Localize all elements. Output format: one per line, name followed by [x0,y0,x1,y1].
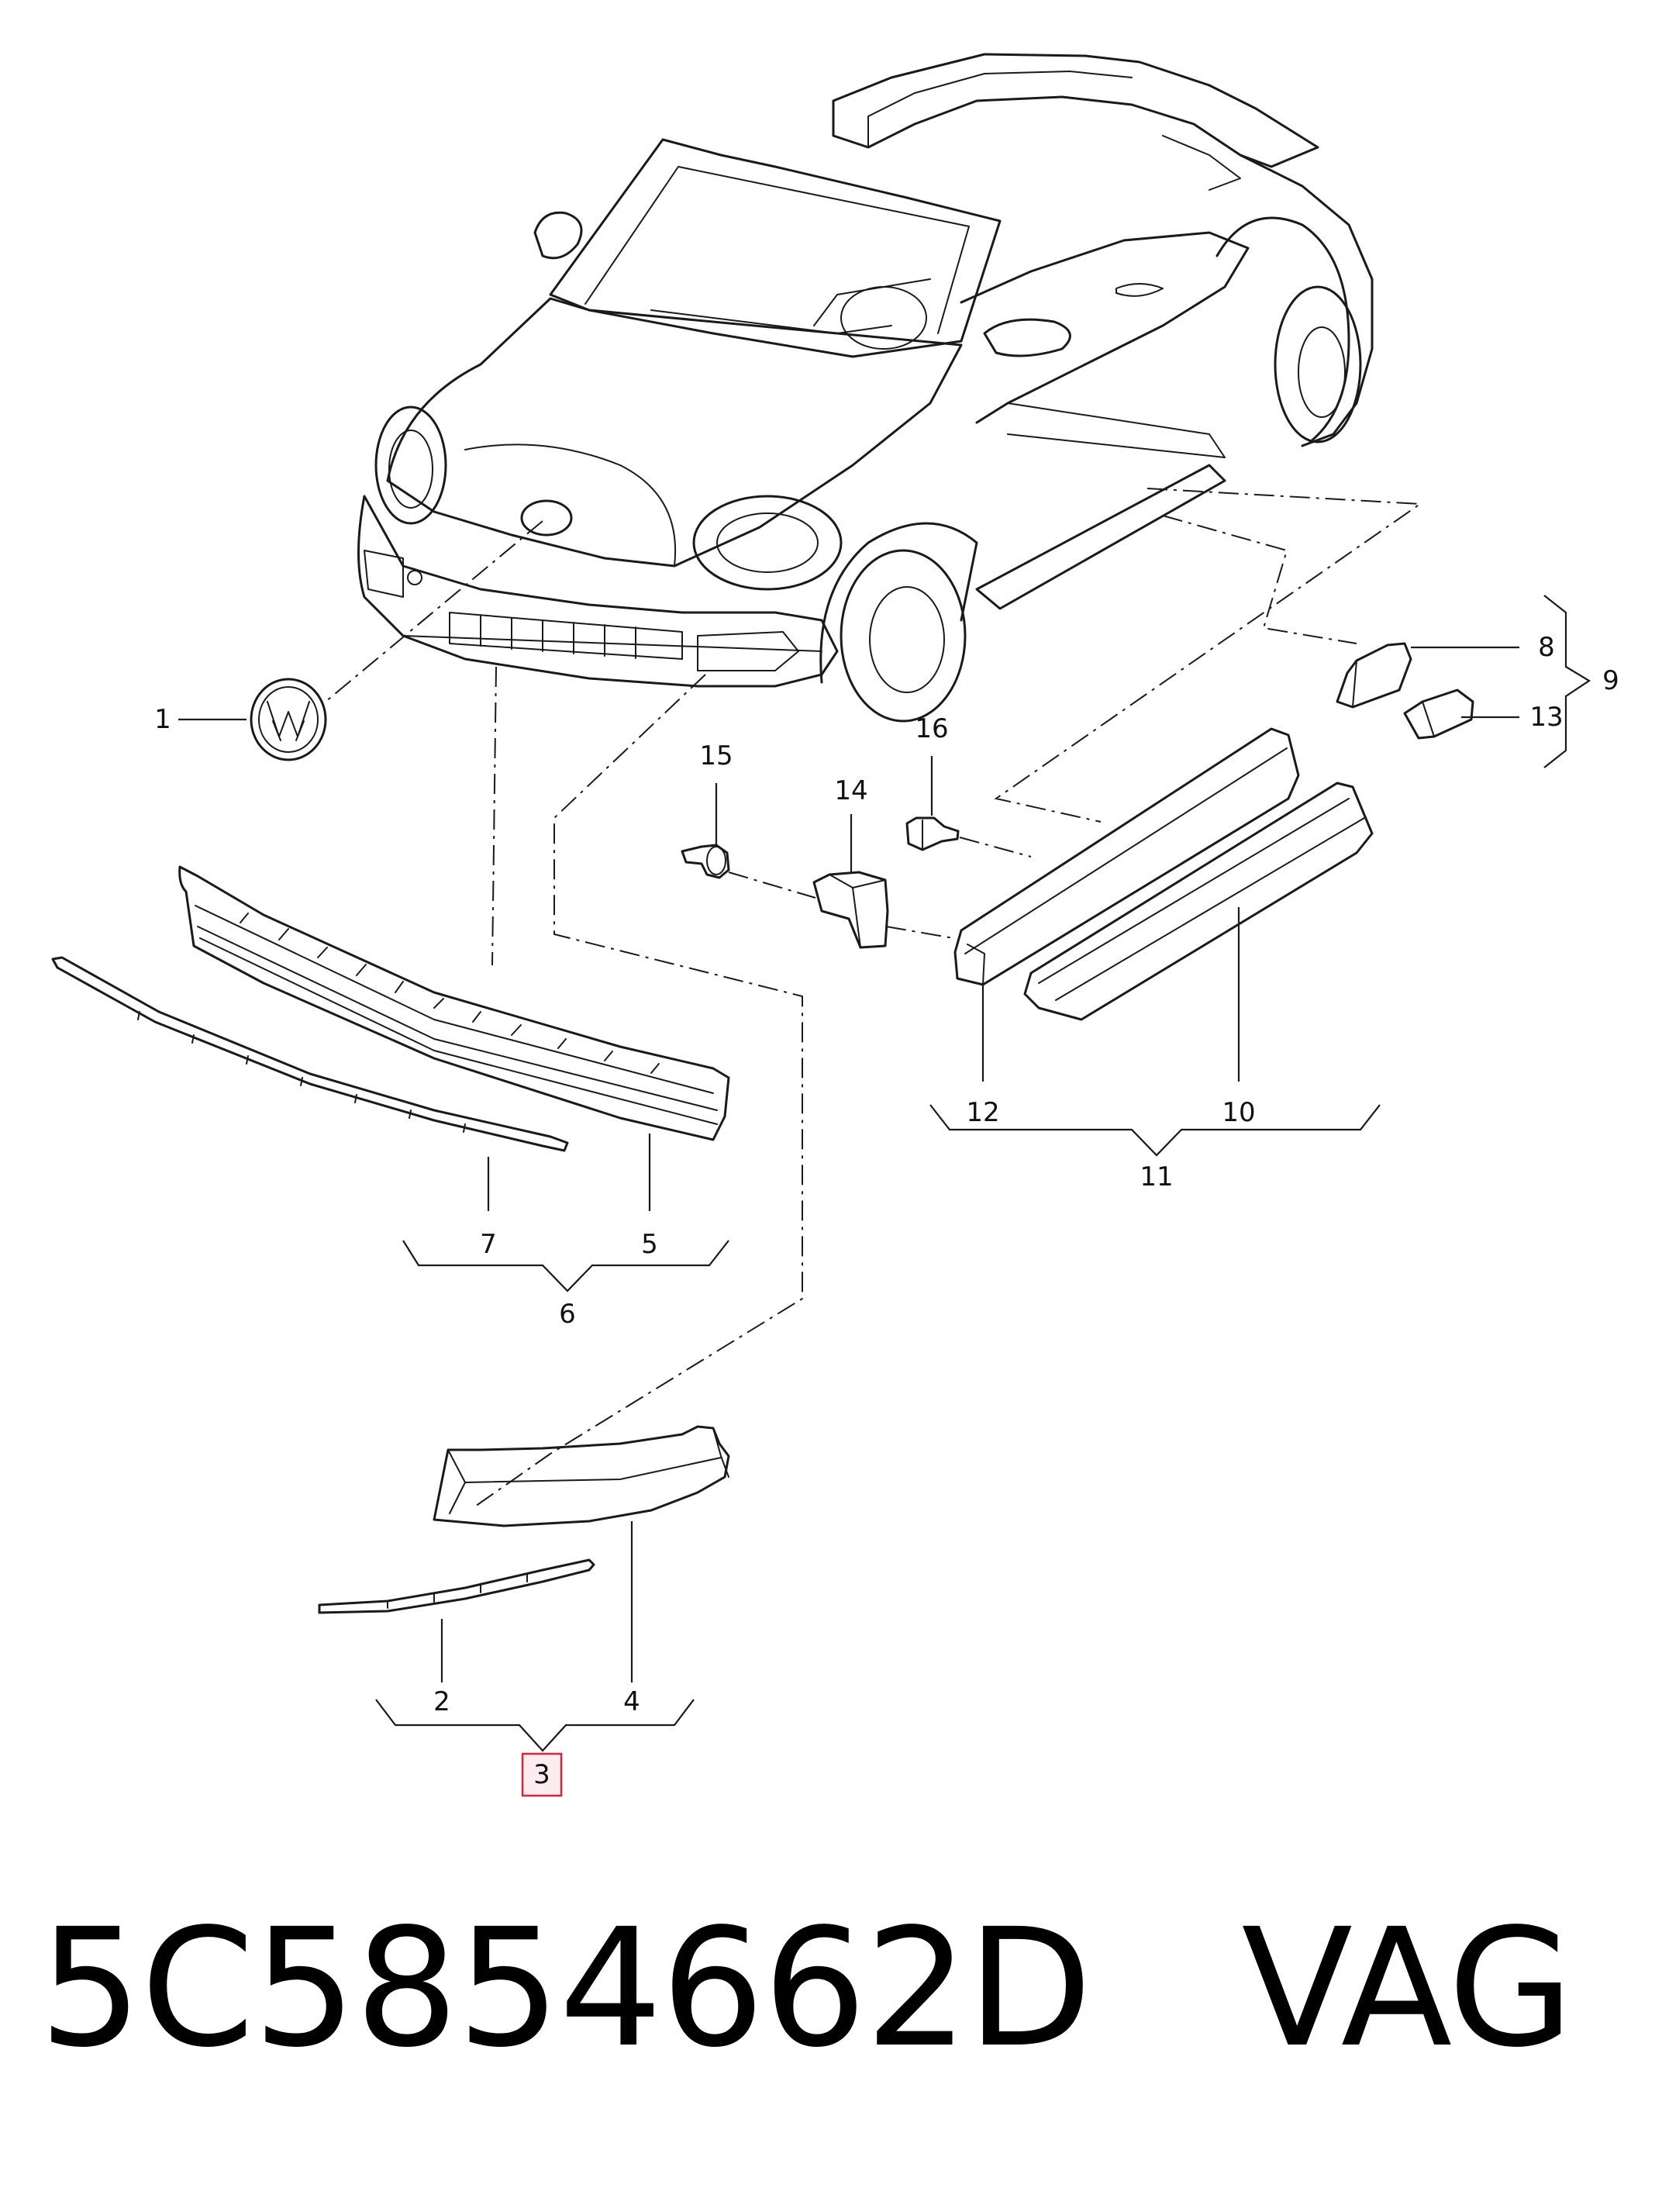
screw-part [905,816,960,851]
sill-cover-part [953,727,1300,986]
end-cap-part [1336,642,1412,709]
callout-8[interactable]: 8 [1538,632,1555,663]
callout-1[interactable]: 1 [154,704,171,735]
connector-lines [325,488,1422,1509]
leader-lines [178,595,1591,1752]
callout-15[interactable]: 15 [699,740,733,771]
clip-part [812,871,889,949]
part-number: 5C5854662D [39,1893,1092,2083]
car-illustration [357,53,1374,723]
callout-6[interactable]: 6 [559,1299,576,1330]
expanding-rivet-part [681,844,730,879]
callout-11[interactable]: 11 [1140,1161,1173,1192]
lower-trim-strip-part [318,1558,595,1614]
callout-12[interactable]: 12 [966,1097,999,1128]
callout-3[interactable]: 3 [533,1759,550,1790]
callout-10[interactable]: 10 [1222,1097,1255,1128]
callout-7[interactable]: 7 [480,1229,497,1260]
callout-9[interactable]: 9 [1602,665,1619,696]
callout-4[interactable]: 4 [623,1686,640,1717]
callout-16[interactable]: 16 [915,713,948,744]
callout-2[interactable]: 2 [433,1686,450,1717]
small-cap-part [1403,688,1474,740]
part-number-caption: 5C5854662D VAG [39,1876,1574,2101]
callout-13[interactable]: 13 [1529,702,1563,733]
caption-spacer [1091,1893,1241,2083]
callout-labels: 1 2 3 4 5 6 7 8 9 10 11 12 13 14 15 16 [154,632,1619,1797]
grille-trim-strip-part [51,956,569,1152]
brand: VAG [1241,1893,1574,2083]
vw-emblem-part [250,678,327,761]
callout-5[interactable]: 5 [641,1229,658,1260]
callout-14[interactable]: 14 [834,775,867,806]
lower-grille-insert-part [433,1425,730,1527]
front-grille-part [178,865,730,1141]
sill-trim-part [1023,782,1374,1021]
callout-3-highlight [521,1752,563,1797]
